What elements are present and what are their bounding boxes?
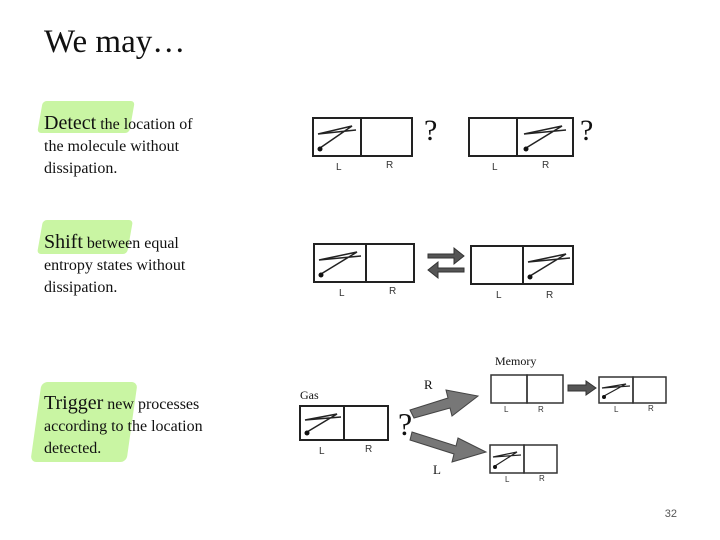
box-molecule-right: L R bbox=[468, 117, 574, 173]
box-memory-3: L R bbox=[489, 444, 558, 484]
detect-line2: the molecule without bbox=[44, 138, 180, 155]
branch-r-label: R bbox=[424, 377, 433, 392]
box-label-r: R bbox=[386, 160, 393, 171]
arrow-down-right-icon bbox=[409, 431, 488, 463]
detect-line3: dissipation. bbox=[44, 160, 118, 177]
box-label-l: L bbox=[339, 288, 345, 299]
detect-paragraph: Detect the location of the molecule with… bbox=[44, 112, 264, 180]
gas-label: Gas bbox=[300, 388, 319, 402]
box-memory-1: L R bbox=[490, 374, 564, 414]
box-label-l: L bbox=[319, 446, 325, 457]
box-shift-right: L R bbox=[470, 245, 574, 301]
question-mark-1: ? bbox=[424, 114, 438, 147]
detect-lead: Detect bbox=[44, 112, 97, 134]
shift-line3: dissipation. bbox=[44, 279, 118, 296]
box-label-r: R bbox=[389, 286, 396, 297]
shift-line1: between equal bbox=[82, 235, 179, 252]
shift-paragraph: Shift between equal entropy states witho… bbox=[44, 231, 264, 299]
box-shift-left: L R bbox=[313, 243, 415, 299]
box-label-r: R bbox=[539, 474, 545, 483]
detect-line1: the location of bbox=[96, 116, 193, 133]
box-label-l: L bbox=[504, 405, 509, 414]
trigger-lead: Trigger bbox=[44, 392, 104, 414]
box-label-l: L bbox=[614, 405, 619, 414]
box-label-r: R bbox=[365, 444, 372, 455]
memory-label: Memory bbox=[495, 354, 537, 368]
arrow-up-right-icon bbox=[409, 389, 480, 419]
trigger-line3: detected. bbox=[44, 440, 102, 457]
arrow-right-icon bbox=[567, 380, 597, 396]
box-molecule-left: L R bbox=[312, 117, 413, 173]
trigger-paragraph: Trigger new processes according to the l… bbox=[44, 392, 264, 460]
page-number: 32 bbox=[664, 508, 677, 520]
trigger-line1: new processes bbox=[103, 396, 200, 413]
trigger-line2: according to the location bbox=[44, 418, 203, 435]
box-label-r: R bbox=[538, 405, 544, 414]
box-label-r: R bbox=[546, 290, 553, 301]
question-mark-3: ? bbox=[398, 406, 413, 442]
box-label-r: R bbox=[542, 160, 549, 171]
box-label-l: L bbox=[492, 162, 498, 173]
question-mark-2: ? bbox=[580, 114, 594, 147]
double-arrow-icon bbox=[427, 246, 465, 280]
slide-title: We may… bbox=[44, 24, 186, 60]
box-gas: L R bbox=[299, 405, 389, 457]
box-label-l: L bbox=[505, 475, 510, 484]
branch-l-label: L bbox=[433, 462, 441, 477]
shift-line2: entropy states without bbox=[44, 257, 186, 274]
box-label-l: L bbox=[496, 290, 502, 301]
box-memory-2: L R bbox=[598, 376, 667, 414]
shift-lead: Shift bbox=[44, 231, 83, 253]
box-label-l: L bbox=[336, 162, 342, 173]
box-label-r: R bbox=[648, 404, 654, 413]
